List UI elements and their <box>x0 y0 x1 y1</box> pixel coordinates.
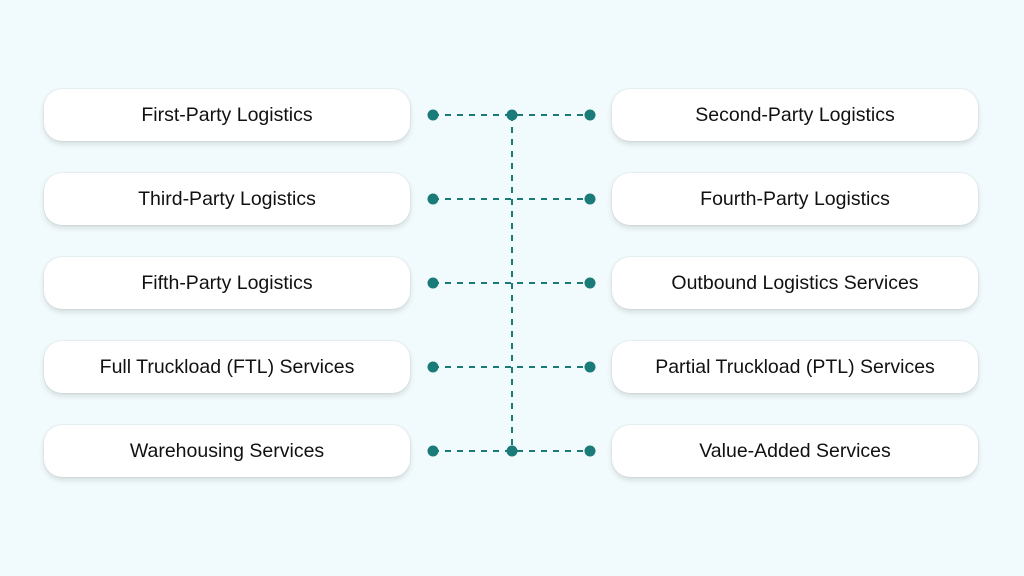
service-box-right: Fourth-Party Logistics <box>612 173 978 225</box>
service-box-right: Partial Truckload (PTL) Services <box>612 341 978 393</box>
connector-dot-right <box>584 361 596 373</box>
connector-dot-left <box>427 445 439 457</box>
connector-dot-right <box>584 445 596 457</box>
connector-dot-left <box>427 361 439 373</box>
connector-dot-left <box>427 277 439 289</box>
connector-dot-right <box>584 109 596 121</box>
connector-dot-center <box>506 109 518 121</box>
service-box-left: Fifth-Party Logistics <box>44 257 410 309</box>
connector-dot-right <box>584 277 596 289</box>
service-box-left: First-Party Logistics <box>44 89 410 141</box>
connector-dot-left <box>427 193 439 205</box>
service-box-left: Warehousing Services <box>44 425 410 477</box>
service-box-left: Full Truckload (FTL) Services <box>44 341 410 393</box>
service-box-left: Third-Party Logistics <box>44 173 410 225</box>
service-box-right: Second-Party Logistics <box>612 89 978 141</box>
connector-dot-right <box>584 193 596 205</box>
connector-dot-center <box>506 445 518 457</box>
service-box-right: Value-Added Services <box>612 425 978 477</box>
service-box-right: Outbound Logistics Services <box>612 257 978 309</box>
connector-dot-left <box>427 109 439 121</box>
